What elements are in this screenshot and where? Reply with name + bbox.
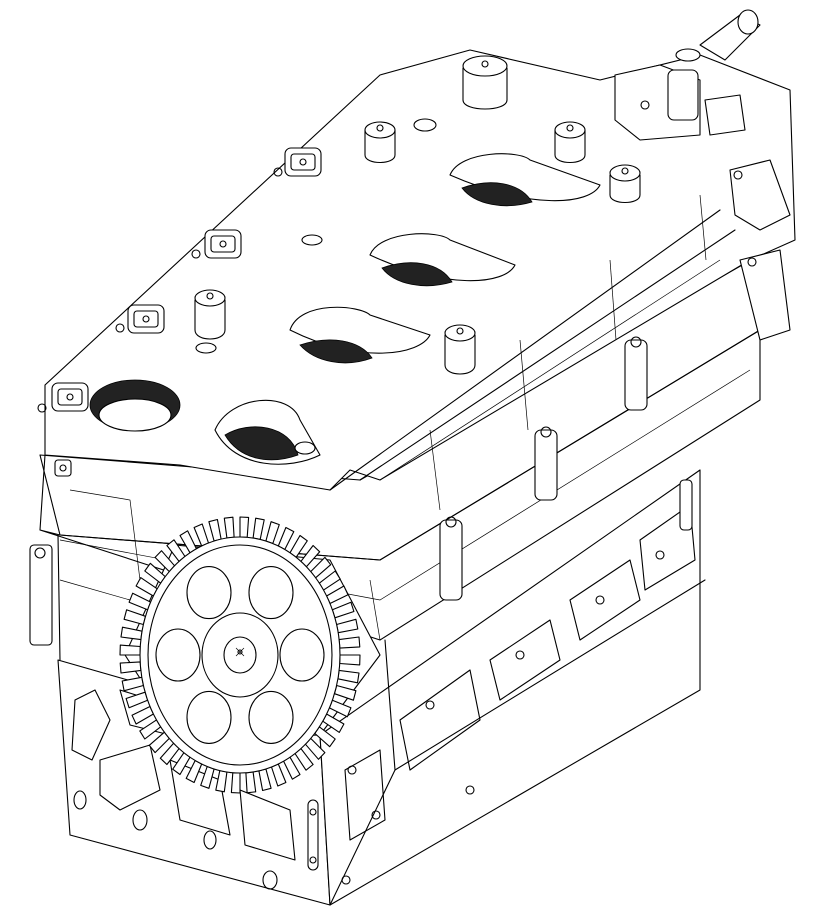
- port-1: [214, 399, 321, 465]
- lower-block-right-face: [319, 469, 701, 906]
- injector-clamps: [37, 147, 322, 413]
- gear-bolt-hole: [248, 566, 294, 620]
- gear-tooth: [128, 592, 152, 611]
- gear-teeth: [119, 516, 361, 794]
- boss: [444, 324, 476, 375]
- injector-clamp: [115, 304, 165, 334]
- rear-fittings: [614, 9, 791, 341]
- gear-tooth: [119, 661, 142, 674]
- port-3: [369, 233, 516, 287]
- injector-clamp: [273, 147, 322, 177]
- boss: [462, 55, 508, 110]
- gear-bolt-hole: [248, 690, 294, 744]
- injector-clamp: [37, 382, 89, 413]
- valve-cover-ports: [214, 153, 601, 465]
- front-face-edges: [39, 454, 381, 661]
- gear-bolt-holes: [155, 566, 325, 744]
- gear-bolt-hole: [186, 566, 232, 620]
- gear-bolt-hole: [279, 628, 325, 682]
- flange-bolt-bosses: [439, 336, 648, 601]
- boss: [194, 289, 226, 340]
- gear-tooth: [339, 654, 361, 666]
- cover-bosses: [194, 55, 641, 455]
- gear-bolt-hole: [155, 628, 201, 682]
- gear-bolt-hole: [186, 690, 232, 744]
- gear-tooth: [230, 772, 241, 794]
- gear-tooth: [135, 577, 158, 597]
- gear-tooth: [123, 609, 147, 626]
- port-4: [449, 153, 601, 207]
- gear-tooth: [239, 516, 250, 538]
- gear-tooth: [119, 644, 141, 656]
- port-2: [289, 306, 431, 364]
- boss: [364, 121, 396, 164]
- injector-clamp: [191, 229, 242, 259]
- cam-gear: [119, 516, 381, 794]
- gear-tooth: [338, 636, 361, 649]
- oil-filler: [89, 379, 181, 432]
- boss: [554, 121, 586, 164]
- boss: [609, 164, 641, 204]
